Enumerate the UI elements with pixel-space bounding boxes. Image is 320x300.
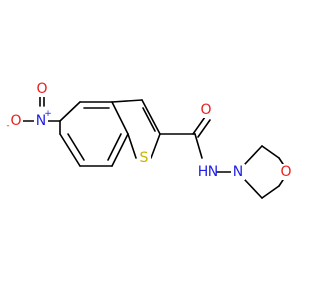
- nitro-nitrogen: N: [36, 113, 46, 129]
- molecule-structure-canvas: O - N + O S O H N N O: [6, 81, 293, 199]
- nitro-nitrogen-charge: +: [44, 109, 52, 119]
- bond-C6-C5-inner: [67, 133, 85, 161]
- morpholine-oxygen: O: [280, 164, 291, 180]
- atom-labels: O - N + O S O H N N O: [6, 81, 293, 180]
- label-bg: [34, 113, 48, 129]
- molecule-diagram: O - N + O S O H N N O: [6, 81, 293, 199]
- bond-C2-S: [150, 133, 161, 159]
- bond-C6-C5: [59, 133, 81, 167]
- nitro-oxygen-top: O: [36, 81, 47, 97]
- label-bg: [199, 164, 216, 180]
- bond-Cbottomright-O: [278, 179, 284, 187]
- label-bg: [35, 81, 49, 97]
- carbonyl-oxygen: O: [200, 102, 211, 118]
- bond-C7a-C7-inner: [107, 133, 122, 161]
- label-bg: [199, 102, 213, 118]
- thiophene-sulfur: S: [140, 150, 149, 166]
- bond-Ccarbonyl-O: [192, 116, 206, 135]
- bond-Ctop-Ctopright: [261, 145, 280, 159]
- nitro-oxygen-left: O: [10, 113, 21, 129]
- label-bg: [137, 150, 151, 166]
- amide-hydrogen: H: [198, 164, 209, 180]
- label-bg: [231, 164, 245, 180]
- bond-Ctopright-O: [278, 157, 284, 165]
- label-bg: [9, 113, 23, 129]
- bond-Cbottom-Cbottomright: [261, 185, 280, 199]
- bonds: [21, 94, 284, 199]
- bond-C5-C4: [59, 101, 81, 122]
- bond-C7a-C7: [111, 133, 129, 167]
- bond-S-C7a: [127, 133, 137, 159]
- label-bg: [279, 164, 293, 180]
- bond-C3-C2-inner: [142, 107, 156, 132]
- amide-nitrogen: N: [208, 164, 218, 180]
- bond-Ccarbonyl-N: [194, 133, 203, 159]
- bond-C3a-C7a: [111, 101, 129, 135]
- nitro-oxygen-charge: -: [6, 121, 9, 131]
- bond-C3a-C3: [111, 99, 143, 103]
- bond-Nmorph-Ctop: [244, 145, 263, 165]
- bond-Nmorph-Cbottom: [244, 179, 263, 199]
- bond-C3-C2: [141, 99, 161, 135]
- bond-Ccarbonyl-O-double: [197, 119, 211, 138]
- morpholine-nitrogen: N: [233, 164, 243, 180]
